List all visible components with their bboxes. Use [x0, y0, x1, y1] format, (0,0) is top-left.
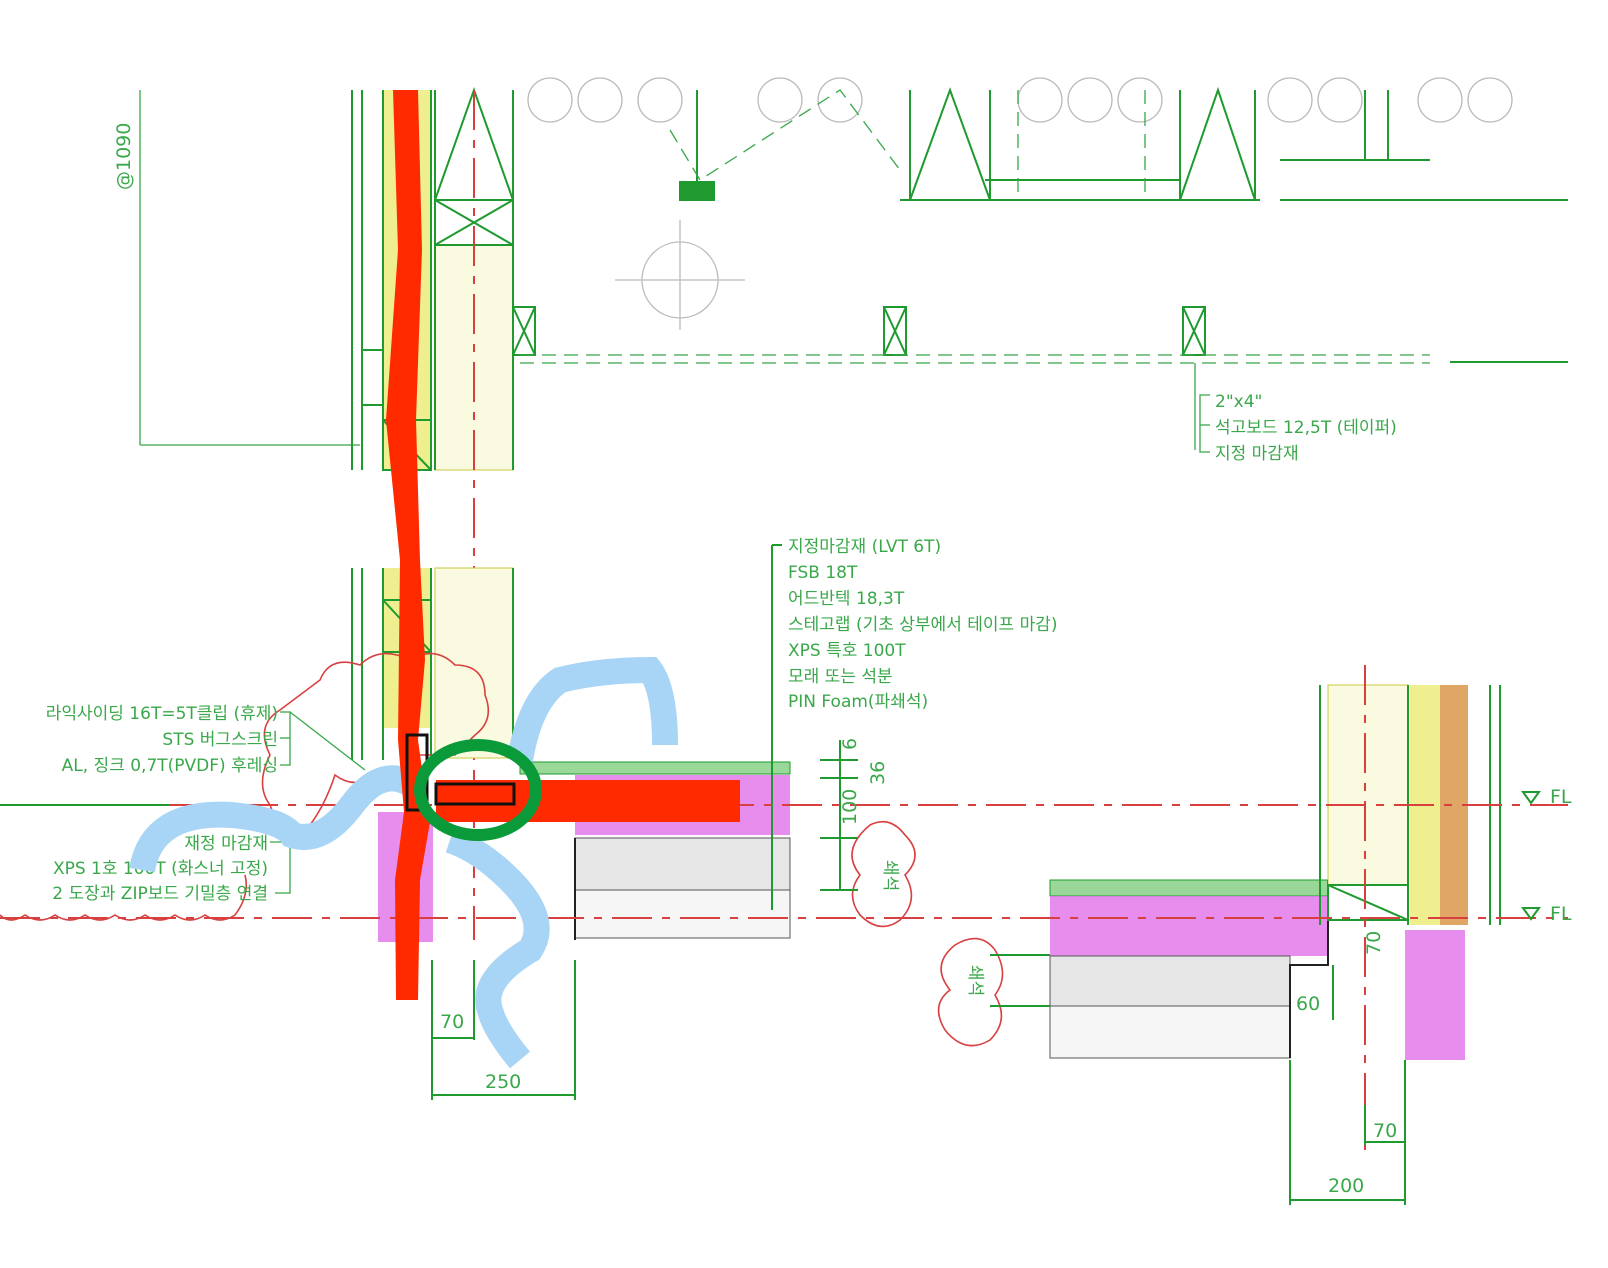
floor-note-1: 지정마감재 (LVT 6T) — [788, 537, 941, 557]
dim-70-right-vertical: 70 — [1363, 931, 1385, 955]
exterior-notes: 라익사이딩 16T=5T클립 (휴제) STS 버그스크린 AL, 징크 0,7… — [46, 704, 366, 904]
cloud-note-2: 쇄석 — [965, 965, 985, 996]
floor-note-5: XPS 특호 100T — [788, 641, 906, 661]
exterior-note-6: 2 도장과 ZIP보드 기밀층 연결 — [52, 884, 268, 904]
dim-200: 200 — [1328, 1175, 1364, 1197]
upper-framing — [512, 77, 1568, 450]
spacing-label: @1090 — [113, 123, 135, 190]
floor-slab-right — [1049, 665, 1501, 1150]
highlight-box-horizontal — [434, 782, 516, 806]
dim-250: 250 — [485, 1071, 521, 1093]
dimensions: 70 250 6 36 100 70 60 70 200 — [431, 738, 1406, 1205]
floor-note-2: FSB 18T — [788, 563, 858, 583]
exterior-note-3: AL, 징크 0,7T(PVDF) 후레싱 — [62, 756, 278, 776]
level-mark-upper: FL — [1550, 786, 1572, 808]
floor-notes: 지정마감재 (LVT 6T) FSB 18T 어드반텍 18,3T 스테고랩 (… — [771, 537, 1057, 910]
markup-green-circle — [414, 739, 542, 841]
wall-note-finish: 지정 마감재 — [1215, 444, 1299, 464]
dim-100: 100 — [839, 789, 861, 825]
floor-note-6: 모래 또는 석분 — [788, 667, 893, 687]
floor-note-7: PIN Foam(파쇄석) — [788, 692, 928, 712]
dim-70-right: 70 — [1373, 1120, 1397, 1142]
dim-6: 6 — [839, 738, 861, 750]
markup-red-line — [386, 90, 740, 1000]
wall-notes: 2"x4" 석고보드 12,5T (테이퍼) 지정 마감재 — [1199, 392, 1397, 464]
exterior-note-4: 재정 마감재 — [184, 834, 268, 854]
markup-blue-arrows — [129, 656, 678, 1069]
spacing-dimension: @1090 — [113, 90, 360, 446]
floor-note-3: 어드반텍 18,3T — [788, 589, 905, 609]
wall-note-gypsum: 석고보드 12,5T (테이퍼) — [1215, 418, 1397, 438]
dim-60: 60 — [1296, 993, 1320, 1015]
exterior-note-2: STS 버그스크린 — [162, 730, 278, 750]
level-mark-lower: FL — [1550, 903, 1572, 925]
exterior-note-1: 라익사이딩 16T=5T클립 (휴제) — [46, 704, 278, 724]
wall-note-stud: 2"x4" — [1215, 392, 1262, 412]
dim-36: 36 — [867, 761, 889, 785]
floor-slab-left — [519, 761, 791, 940]
dim-70-left: 70 — [440, 1011, 464, 1033]
floor-note-4: 스테고랩 (기초 상부에서 테이프 마감) — [788, 615, 1057, 635]
cloud-note-1: 쇄석 — [880, 860, 900, 891]
level-lines: FL FL — [0, 786, 1572, 925]
exterior-note-5: XPS 1호 100T (화스너 고정) — [53, 859, 268, 879]
